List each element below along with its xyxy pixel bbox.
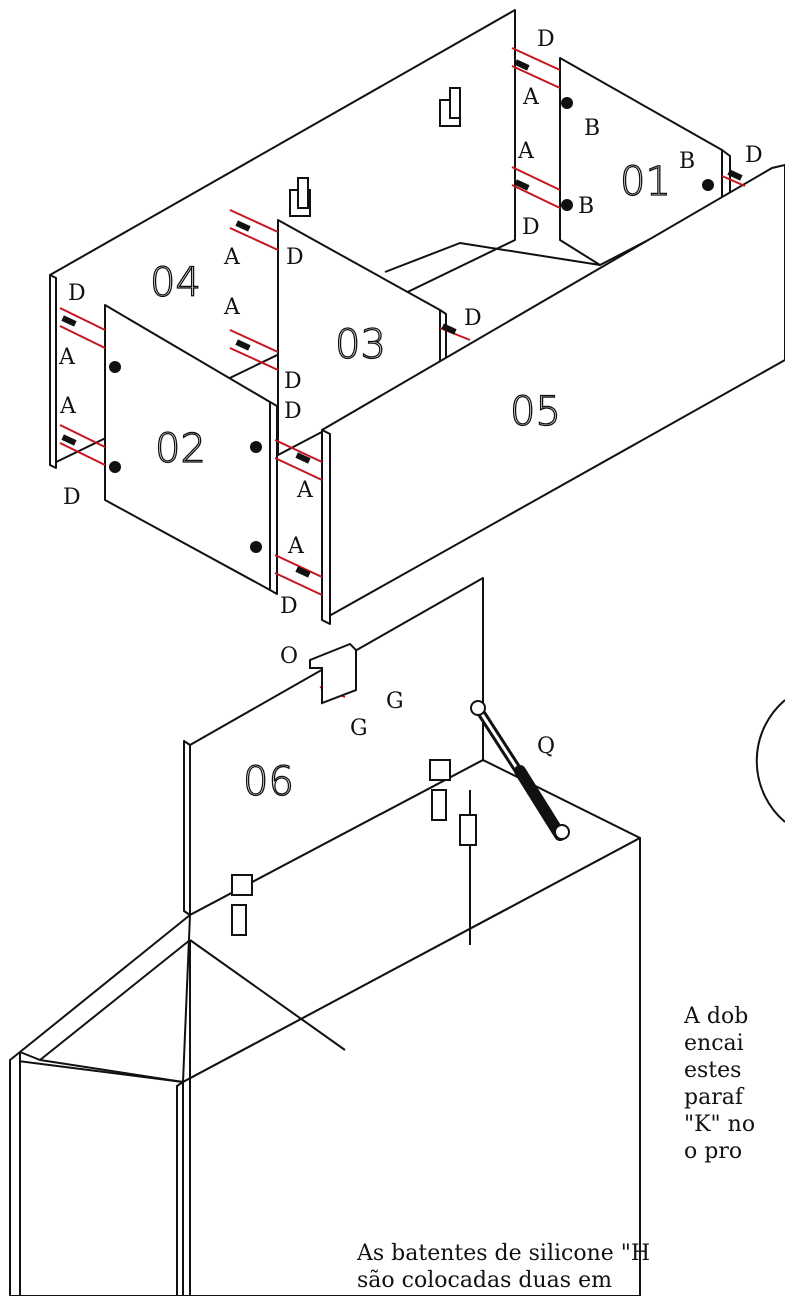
box-left bbox=[9, 1059, 184, 1297]
box-inner-edge bbox=[39, 1059, 184, 1083]
part-label-A: A bbox=[58, 345, 76, 370]
note1-line: estes bbox=[684, 1058, 742, 1083]
hinges bbox=[231, 87, 477, 936]
part-label-D: D bbox=[745, 143, 763, 168]
hardware-dots bbox=[61, 59, 743, 578]
part-label-D: D bbox=[63, 485, 81, 510]
panel-02-label: 02 bbox=[155, 426, 206, 472]
part-label-D: D bbox=[464, 306, 482, 331]
alignment-lines bbox=[59, 47, 746, 698]
box-left-edge bbox=[9, 1051, 21, 1297]
panel-03-label: 03 bbox=[335, 322, 386, 368]
note1-line: paraf bbox=[684, 1085, 743, 1110]
floor-line bbox=[384, 242, 601, 273]
part-label-G: G bbox=[386, 689, 404, 714]
note2-line: são colocadas duas em bbox=[357, 1268, 612, 1293]
panel-01-label: 01 bbox=[620, 159, 671, 205]
gas-spring-Q bbox=[470, 700, 570, 841]
part-label-B: B bbox=[679, 149, 695, 174]
box-front-edge bbox=[176, 1081, 184, 1297]
part-label-A: A bbox=[287, 534, 305, 559]
part-label-B: B bbox=[584, 116, 600, 141]
box-back bbox=[19, 914, 191, 1061]
panel-02-edge bbox=[269, 401, 278, 595]
bracket-O bbox=[309, 642, 357, 705]
note2-line: As batentes de silicone "H bbox=[357, 1241, 651, 1266]
part-label-A: A bbox=[517, 139, 535, 164]
panel-05-edge bbox=[321, 429, 331, 625]
part-label-D: D bbox=[286, 245, 304, 270]
part-label-A: A bbox=[296, 478, 314, 503]
note1-line: A dob bbox=[684, 1004, 749, 1029]
part-label-A: A bbox=[223, 295, 241, 320]
detail-circle bbox=[755, 699, 785, 823]
panel-04-label: 04 bbox=[150, 260, 201, 306]
part-label-D: D bbox=[68, 281, 86, 306]
panel-04-edge bbox=[49, 274, 57, 469]
panel-06-label: 06 bbox=[243, 759, 294, 805]
part-label-D: D bbox=[284, 399, 302, 424]
note1-line: o pro bbox=[684, 1139, 743, 1164]
part-label-D: D bbox=[284, 369, 302, 394]
note1-line: "K" no bbox=[684, 1112, 756, 1137]
part-label-O: O bbox=[280, 644, 298, 669]
part-label-G: G bbox=[350, 716, 368, 741]
part-label-D: D bbox=[537, 27, 555, 52]
instruction-note-1: A dob encai estes paraf "K" no o pro bbox=[684, 1003, 755, 1165]
part-label-D: D bbox=[280, 594, 298, 619]
note1-line: encai bbox=[684, 1031, 744, 1056]
part-label-A: A bbox=[223, 245, 241, 270]
part-label-A: A bbox=[59, 394, 77, 419]
part-label-A: A bbox=[522, 85, 540, 110]
part-label-Q: Q bbox=[537, 734, 555, 759]
part-label-D: D bbox=[522, 215, 540, 240]
panel-05-label: 05 bbox=[510, 389, 561, 435]
instruction-note-2: As batentes de silicone "H são colocadas… bbox=[357, 1240, 650, 1294]
panel-06-edge bbox=[183, 740, 191, 916]
box-inner-line bbox=[189, 939, 346, 1051]
part-label-B: B bbox=[578, 194, 594, 219]
